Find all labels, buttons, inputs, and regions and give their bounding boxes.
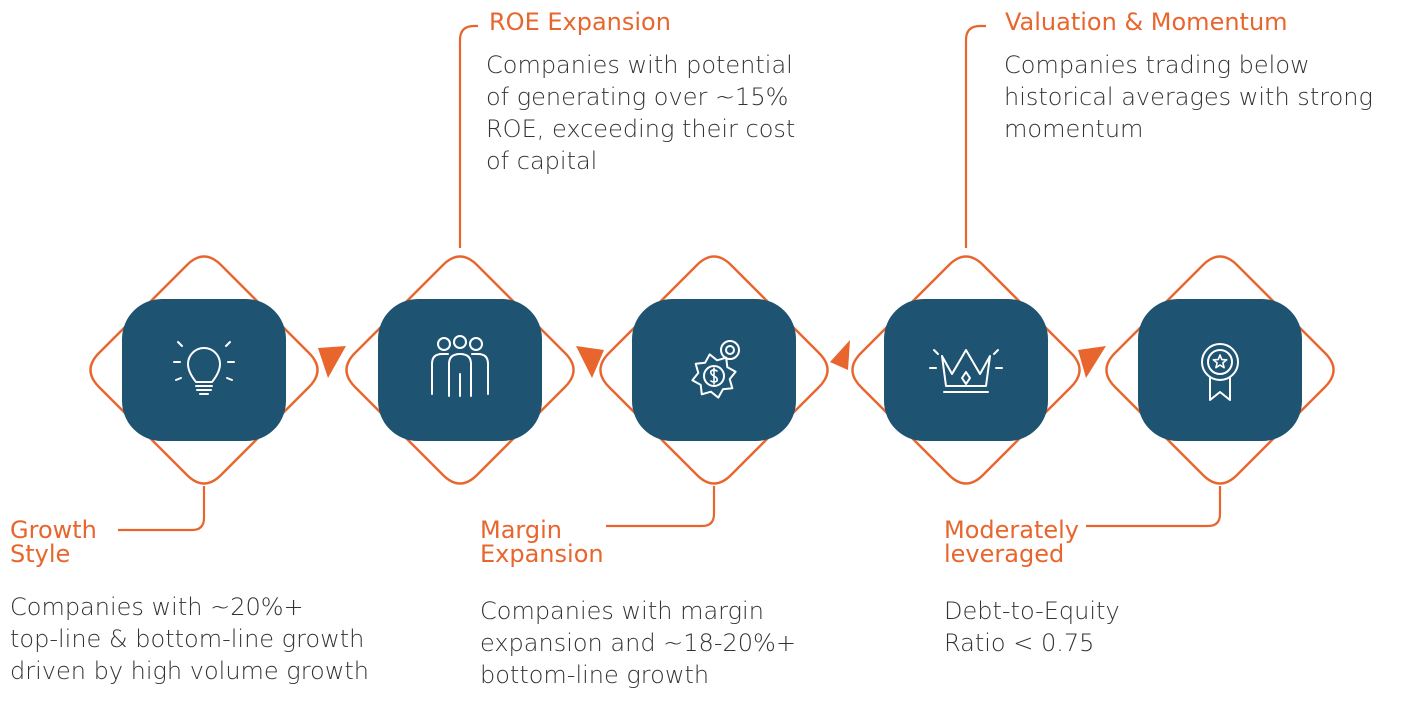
step-2-description: Companies with potential of generating o… bbox=[486, 50, 795, 178]
step-5-description: Debt-to-Equity Ratio < 0.75 bbox=[944, 596, 1120, 660]
title-line: Growth bbox=[10, 516, 97, 544]
icon-tile-1 bbox=[122, 299, 286, 441]
flow-arrow-4 bbox=[1078, 346, 1106, 378]
award-badge-icon bbox=[1201, 343, 1239, 401]
desc-line: Ratio < 0.75 bbox=[944, 628, 1095, 657]
step-2-title: ROE Expansion bbox=[489, 10, 671, 34]
desc-line: driven by high volume growth bbox=[10, 656, 369, 685]
flow-arrow-3 bbox=[830, 340, 850, 370]
title-line: ROE Expansion bbox=[489, 8, 671, 36]
desc-line: Companies with margin bbox=[480, 597, 764, 625]
connector-line-3 bbox=[606, 486, 716, 528]
connector-line-1 bbox=[118, 486, 206, 532]
connector-line-2 bbox=[458, 24, 478, 248]
connector-lines bbox=[118, 24, 1222, 532]
desc-line: of generating over ~15% bbox=[486, 82, 789, 111]
icon-tile-5 bbox=[1138, 299, 1302, 441]
connector-line-5 bbox=[1086, 486, 1222, 528]
step-3-title: Margin Expansion bbox=[480, 518, 604, 566]
icon-tile-4 bbox=[884, 299, 1048, 441]
step-1-title: Growth Style bbox=[10, 518, 97, 566]
gear-dollar-icon bbox=[691, 340, 740, 399]
title-line: Valuation & Momentum bbox=[1005, 8, 1288, 36]
flow-arrows bbox=[318, 340, 1106, 378]
desc-line: Companies with ~20%+ bbox=[10, 593, 304, 621]
step-1-description: Companies with ~20%+ top-line & bottom-l… bbox=[10, 592, 369, 688]
desc-line: historical averages with strong bbox=[1004, 82, 1373, 111]
desc-line: Companies trading below bbox=[1004, 51, 1310, 79]
flow-arrow-1 bbox=[318, 346, 346, 378]
title-line: Margin bbox=[480, 516, 562, 544]
icon-tiles bbox=[122, 299, 1302, 441]
desc-line: ROE, exceeding their cost bbox=[486, 114, 796, 143]
lightbulb-icon bbox=[173, 341, 235, 395]
step-4-description: Companies trading below historical avera… bbox=[1004, 50, 1373, 146]
desc-line: bottom-line growth bbox=[480, 660, 710, 689]
crown-icon bbox=[929, 349, 1003, 393]
title-line: Style bbox=[10, 540, 71, 568]
desc-line: top-line & bottom-line growth bbox=[10, 624, 365, 653]
flow-arrow-2 bbox=[576, 346, 604, 378]
desc-line: of capital bbox=[486, 146, 598, 175]
icon-tile-2 bbox=[378, 299, 542, 441]
desc-line: Companies with potential bbox=[486, 51, 793, 79]
title-line: Moderately bbox=[944, 516, 1080, 544]
connector-line-4 bbox=[964, 24, 986, 248]
step-3-description: Companies with margin expansion and ~18-… bbox=[480, 596, 796, 692]
step-5-title: Moderately leveraged bbox=[944, 518, 1079, 566]
people-group-icon bbox=[431, 335, 489, 397]
desc-line: expansion and ~18-20%+ bbox=[480, 628, 796, 657]
title-line: leveraged bbox=[944, 540, 1065, 568]
title-line: Expansion bbox=[480, 540, 604, 568]
step-4-title: Valuation & Momentum bbox=[1005, 10, 1288, 34]
desc-line: Debt-to-Equity bbox=[944, 597, 1120, 625]
desc-line: momentum bbox=[1004, 114, 1144, 143]
